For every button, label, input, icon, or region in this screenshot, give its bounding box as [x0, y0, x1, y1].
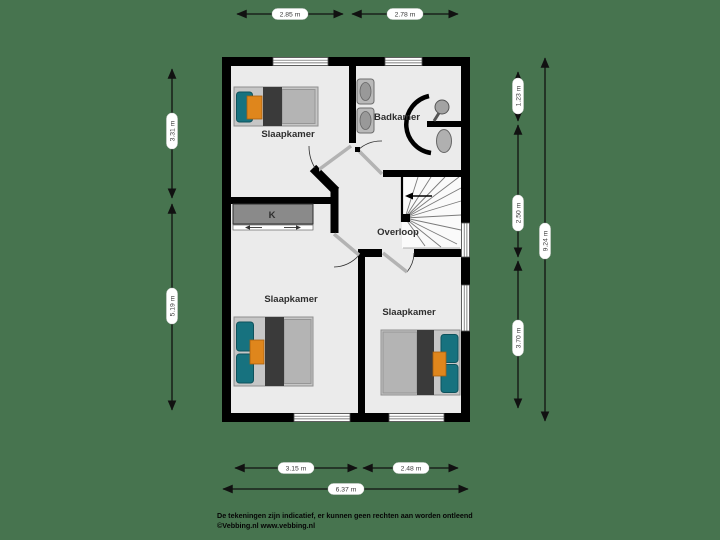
stairs-icon — [400, 176, 462, 249]
room-label-slaapkamer-bl: Slaapkamer — [264, 294, 318, 305]
svg-text:5.19 m: 5.19 m — [169, 295, 176, 316]
stairs-direction-arrow — [405, 192, 432, 200]
floor-plan: K — [222, 57, 470, 422]
room-labels: Slaapkamer Badkamer Overloop Slaapkamer … — [261, 112, 436, 318]
room-label-slaapkamer-tl: Slaapkamer — [261, 129, 315, 140]
blanket — [246, 95, 263, 120]
dimension-label: 3.70 m — [512, 319, 524, 357]
svg-text:3.15 m: 3.15 m — [286, 465, 307, 472]
svg-text:2.50 m: 2.50 m — [515, 202, 522, 223]
dimension-label: 3.15 m — [277, 462, 315, 474]
room-label-slaapkamer-br: Slaapkamer — [382, 307, 436, 318]
blanket — [432, 351, 447, 377]
copyright-text: ©Vebbing.nl www.vebbing.nl — [217, 521, 315, 530]
toilet-icon — [436, 129, 452, 153]
svg-text:9.24 m: 9.24 m — [542, 230, 549, 251]
dimension-label: 6.37 m — [327, 483, 365, 495]
sliding-door-arrows — [245, 225, 301, 230]
pillow — [236, 321, 254, 352]
bed-single — [233, 86, 319, 127]
door-swing-bedroom-br — [381, 251, 415, 274]
dimension-label: 2.50 m — [512, 194, 524, 232]
disclaimer-text: De tekeningen zijn indicatief, er kunnen… — [217, 511, 473, 520]
pillow — [236, 353, 254, 384]
dimension-label: 5.19 m — [166, 287, 178, 325]
door-swing-bedroom-bl — [332, 232, 361, 268]
svg-text:3.70 m: 3.70 m — [515, 327, 522, 348]
dimension-label: 9.24 m — [539, 222, 551, 260]
footer: De tekeningen zijn indicatief, er kunnen… — [217, 511, 473, 530]
window — [272, 57, 329, 66]
blanket — [249, 339, 265, 365]
closet-label: K — [269, 210, 276, 221]
shower-icon — [404, 93, 461, 156]
bathroom-fixtures — [356, 78, 461, 156]
bed-double-right — [380, 329, 461, 396]
svg-text:1.23 m: 1.23 m — [515, 85, 522, 106]
sink-icon — [356, 78, 375, 105]
stair-treads — [404, 176, 462, 248]
window — [293, 413, 351, 422]
svg-text:3.31 m: 3.31 m — [169, 120, 176, 141]
window — [461, 284, 470, 332]
doors — [308, 140, 415, 274]
sink-icon — [356, 107, 375, 134]
window — [384, 57, 423, 66]
window — [388, 413, 445, 422]
windows — [272, 57, 470, 422]
dimension-lines: 2.85 m 2.78 m 3.31 m 5.19 m 1.23 m 2.50 … — [166, 8, 551, 495]
room-label-badkamer: Badkamer — [374, 112, 420, 123]
dimension-label: 2.85 m — [271, 8, 309, 20]
closet: K — [232, 203, 314, 231]
dimension-label: 2.78 m — [386, 8, 424, 20]
door-swing-bedroom-tl — [308, 144, 353, 173]
room-label-overloop: Overloop — [377, 227, 419, 238]
svg-text:6.37 m: 6.37 m — [336, 486, 357, 493]
dimension-label: 3.31 m — [166, 112, 178, 150]
svg-text:2.78 m: 2.78 m — [395, 11, 416, 18]
dimension-label: 2.48 m — [392, 462, 430, 474]
svg-text:2.48 m: 2.48 m — [401, 465, 422, 472]
svg-text:2.85 m: 2.85 m — [280, 11, 301, 18]
door-swing-bathroom — [355, 140, 384, 176]
dimension-label: 1.23 m — [512, 77, 524, 115]
bed-double-left — [233, 316, 314, 387]
window — [461, 222, 470, 258]
